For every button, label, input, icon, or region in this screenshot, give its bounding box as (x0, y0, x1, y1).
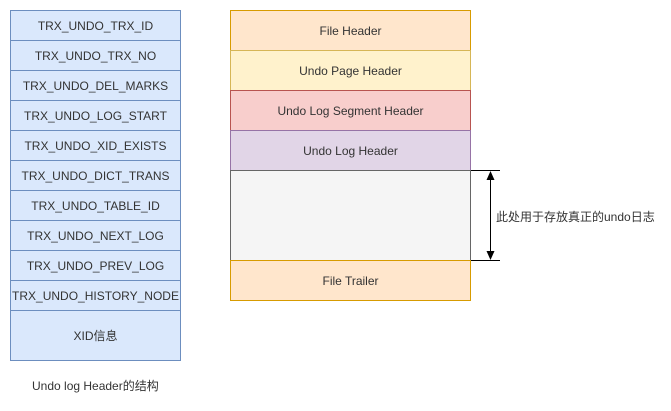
field-trx-undo-history-node: TRX_UNDO_HISTORY_NODE (10, 280, 181, 311)
field-trx-undo-table-id: TRX_UNDO_TABLE_ID (10, 190, 181, 221)
field-trx-undo-prev-log: TRX_UNDO_PREV_LOG (10, 250, 181, 281)
structure-caption: Undo log Header的结构 (32, 379, 159, 393)
field-trx-undo-xid-exists: TRX_UNDO_XID_EXISTS (10, 130, 181, 161)
section-undo-page-header: Undo Page Header (230, 50, 471, 91)
field-trx-undo-del-marks: TRX_UNDO_DEL_MARKS (10, 70, 181, 101)
field-trx-undo-trx-id: TRX_UNDO_TRX_ID (10, 10, 181, 41)
field-xid-info: XID信息 (10, 310, 181, 361)
arrow-head-down-icon (486, 251, 495, 260)
field-trx-undo-dict-trans: TRX_UNDO_DICT_TRANS (10, 160, 181, 191)
section-undo-log-data (230, 170, 471, 261)
section-undo-log-header: Undo Log Header (230, 130, 471, 171)
arrow-head-up-icon (486, 171, 495, 180)
section-file-header: File Header (230, 10, 471, 51)
section-file-trailer: File Trailer (230, 260, 471, 301)
undo-log-annotation: 此处用于存放真正的undo日志 (496, 210, 655, 224)
